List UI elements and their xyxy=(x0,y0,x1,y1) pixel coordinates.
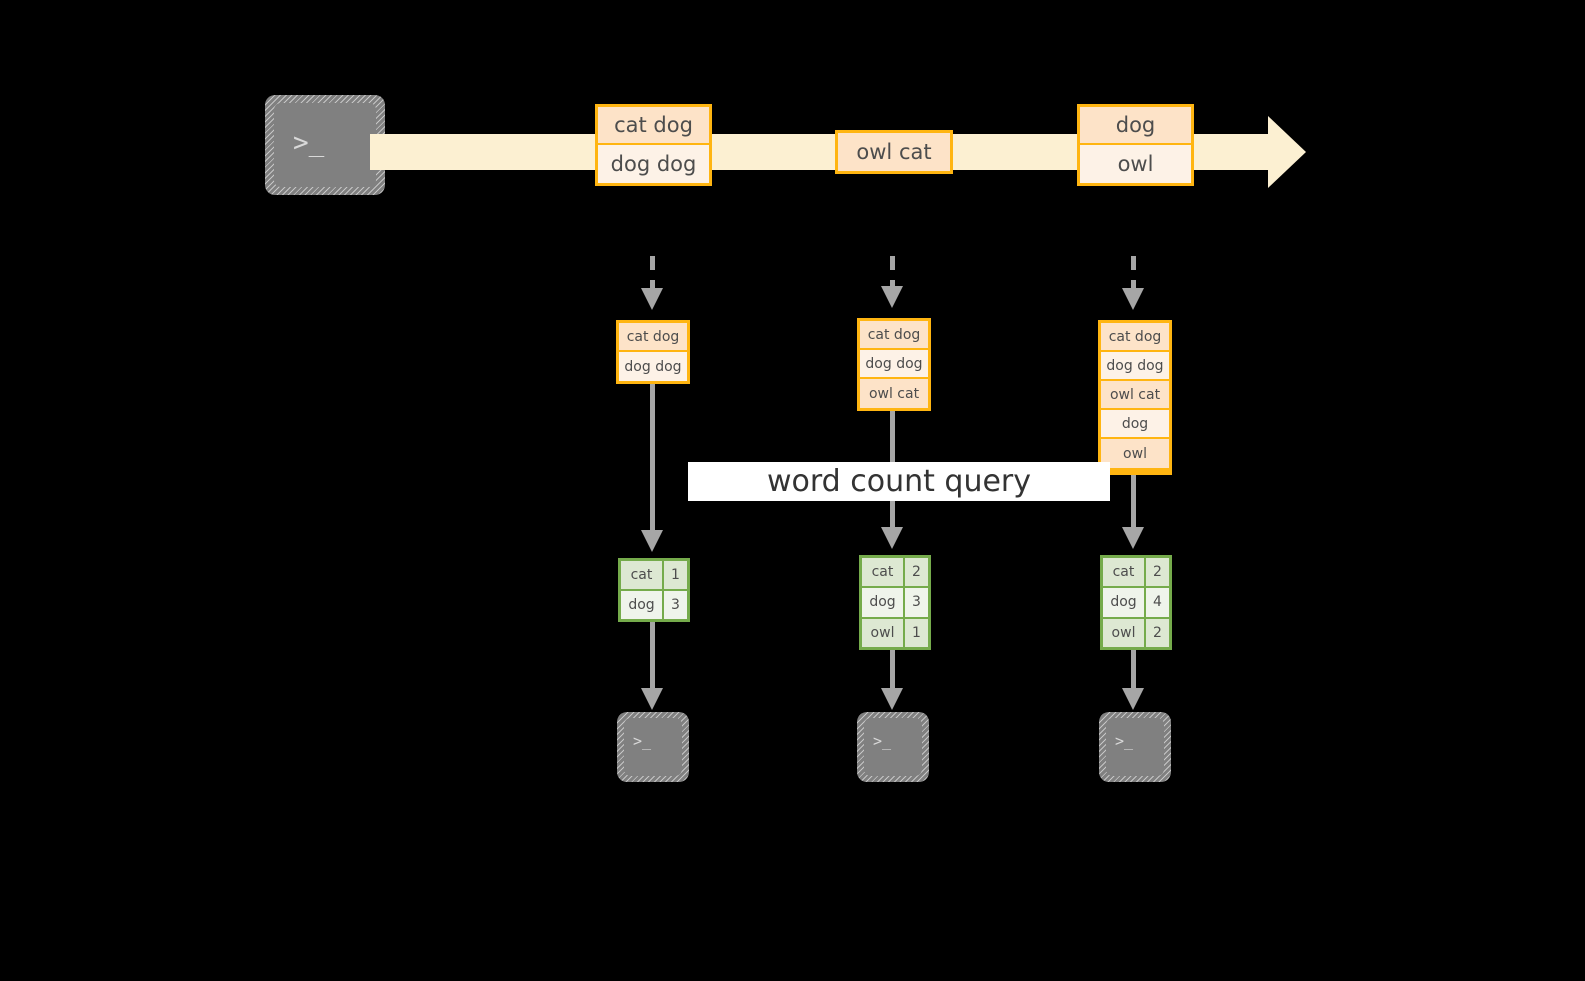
snapshot-2-tap-connector xyxy=(890,256,895,290)
stream-event-group-2: owl cat xyxy=(835,130,953,174)
stream-record: dog dog xyxy=(598,145,709,183)
snapshot-record: owl cat xyxy=(1101,381,1169,410)
result-count: 2 xyxy=(905,558,928,587)
source-terminal-icon: >_ xyxy=(265,95,385,195)
snapshot-3-results-table: cat 2 dog 4 owl 2 xyxy=(1100,555,1172,650)
result-row: dog 4 xyxy=(1103,588,1169,619)
snapshot-1-results-table: cat 1 dog 3 xyxy=(618,558,690,622)
snapshot-1-sink-terminal-icon: >_ xyxy=(617,712,689,782)
snapshot-3-tap-arrowhead-icon xyxy=(1122,288,1144,310)
result-word: cat xyxy=(862,558,905,587)
result-row: cat 2 xyxy=(862,558,928,589)
source-terminal-prompt: >_ xyxy=(293,128,325,158)
snapshot-record: cat dog xyxy=(1101,323,1169,352)
snapshot-1-query-arrowhead-icon xyxy=(641,530,663,552)
sink-terminal-prompt: >_ xyxy=(633,732,652,750)
snapshot-2-sink-terminal-icon: >_ xyxy=(857,712,929,782)
snapshot-record: dog dog xyxy=(860,350,928,379)
query-label-text: word count query xyxy=(766,464,1032,499)
stream-record: owl cat xyxy=(838,133,950,171)
result-word: dog xyxy=(621,591,664,619)
sink-terminal-screen xyxy=(864,718,922,776)
snapshot-3-sink-arrowhead-icon xyxy=(1122,688,1144,710)
result-row: dog 3 xyxy=(862,588,928,619)
snapshot-1-query-connector xyxy=(650,384,655,532)
snapshot-1-tap-arrowhead-icon xyxy=(641,288,663,310)
snapshot-2-records: cat dog dog dog owl cat xyxy=(857,318,931,411)
snapshot-1-records: cat dog dog dog xyxy=(616,320,690,384)
snapshot-1-sink-arrowhead-icon xyxy=(641,688,663,710)
result-count: 2 xyxy=(1146,558,1169,587)
result-word: dog xyxy=(862,588,905,617)
snapshot-3-sink-terminal-icon: >_ xyxy=(1099,712,1171,782)
snapshot-record: dog dog xyxy=(1101,352,1169,381)
source-terminal-screen xyxy=(274,103,376,187)
result-count: 2 xyxy=(1146,618,1169,647)
result-count: 3 xyxy=(905,588,928,617)
snapshot-1-sink-connector xyxy=(650,622,655,690)
snapshot-record: dog xyxy=(1101,410,1169,439)
result-count: 3 xyxy=(664,591,687,619)
snapshot-3-records: cat dog dog dog owl cat dog owl xyxy=(1098,320,1172,475)
result-row: dog 3 xyxy=(621,591,687,619)
snapshot-record: dog dog xyxy=(619,352,687,381)
result-word: owl xyxy=(862,618,905,647)
result-count: 1 xyxy=(664,561,687,589)
snapshot-2-sink-arrowhead-icon xyxy=(881,688,903,710)
stream-record: dog xyxy=(1080,107,1191,145)
stream-event-group-3: dog owl xyxy=(1077,104,1194,186)
snapshot-3-tap-connector xyxy=(1131,256,1136,292)
result-row: cat 1 xyxy=(621,561,687,591)
stream-arrow-head-icon xyxy=(1268,116,1306,188)
snapshot-3-sink-connector xyxy=(1131,650,1136,690)
snapshot-record: cat dog xyxy=(619,323,687,352)
sink-terminal-prompt: >_ xyxy=(1115,732,1134,750)
snapshot-1-tap-connector xyxy=(650,256,655,292)
result-row: owl 1 xyxy=(862,618,928,647)
result-word: cat xyxy=(621,561,664,589)
result-word: dog xyxy=(1103,588,1146,617)
result-word: owl xyxy=(1103,618,1146,647)
snapshot-record: cat dog xyxy=(860,321,928,350)
sink-terminal-screen xyxy=(1106,718,1164,776)
stream-event-group-1: cat dog dog dog xyxy=(595,104,712,186)
snapshot-2-tap-arrowhead-icon xyxy=(881,286,903,308)
snapshot-2-results-table: cat 2 dog 3 owl 1 xyxy=(859,555,931,650)
result-word: cat xyxy=(1103,558,1146,587)
snapshot-record: owl xyxy=(1101,439,1169,468)
snapshot-2-query-arrowhead-icon xyxy=(881,527,903,549)
result-count: 1 xyxy=(905,618,928,647)
stream-record: owl xyxy=(1080,145,1191,183)
snapshot-2-sink-connector xyxy=(890,650,895,690)
result-count: 4 xyxy=(1146,588,1169,617)
snapshot-3-query-arrowhead-icon xyxy=(1122,527,1144,549)
sink-terminal-prompt: >_ xyxy=(873,732,892,750)
query-label-band: word count query xyxy=(688,462,1110,501)
stream-record: cat dog xyxy=(598,107,709,145)
result-row: cat 2 xyxy=(1103,558,1169,589)
snapshot-record: owl cat xyxy=(860,379,928,408)
result-row: owl 2 xyxy=(1103,618,1169,647)
snapshot-3-query-connector xyxy=(1131,475,1136,529)
sink-terminal-screen xyxy=(624,718,682,776)
